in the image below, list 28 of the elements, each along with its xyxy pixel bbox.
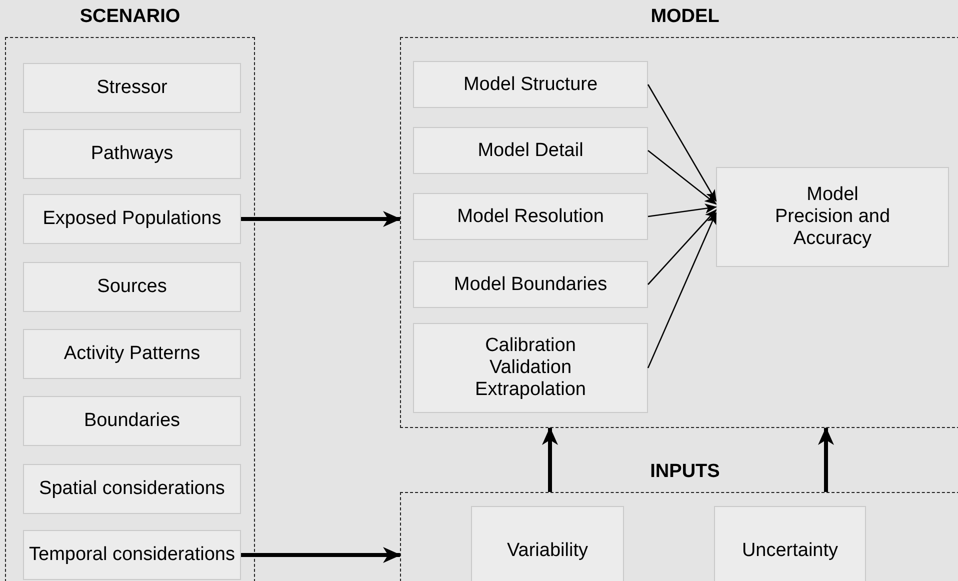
arrow	[648, 150, 717, 205]
group-heading: INPUTS	[649, 461, 721, 483]
arrow	[647, 84, 717, 202]
arrow	[241, 547, 401, 563]
process-box: Pathways	[23, 129, 241, 179]
process-box: Variability	[471, 506, 624, 581]
process-box: Temporal considerations	[23, 530, 241, 580]
arrow	[818, 427, 834, 492]
arrow	[647, 212, 717, 368]
arrow	[241, 211, 401, 227]
process-box: Spatial considerations	[23, 464, 241, 514]
process-box: Model Precision and Accuracy	[716, 167, 949, 267]
process-box: Exposed Populations	[23, 194, 241, 244]
process-box: Model Resolution	[413, 193, 648, 240]
process-box: Model Structure	[413, 61, 648, 108]
process-box: Sources	[23, 262, 241, 312]
process-box: Boundaries	[23, 396, 241, 446]
process-box: Calibration Validation Extrapolation	[413, 323, 648, 413]
process-box: Model Detail	[413, 127, 648, 174]
process-box: Activity Patterns	[23, 329, 241, 379]
group-heading: SCENARIO	[78, 6, 182, 28]
arrow	[648, 204, 717, 218]
arrow	[542, 427, 558, 492]
process-box: Model Boundaries	[413, 261, 648, 308]
arrow	[648, 209, 717, 285]
group-heading: MODEL	[650, 6, 720, 28]
process-box: Stressor	[23, 63, 241, 113]
process-box: Uncertainty	[714, 506, 866, 581]
